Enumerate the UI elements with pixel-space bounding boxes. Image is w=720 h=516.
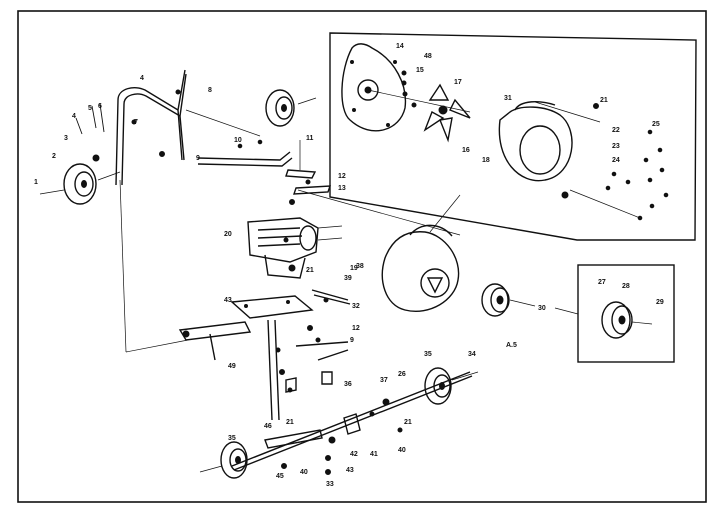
callout-2: 2 (52, 153, 56, 160)
callout-labels: 1 2 3 4 4 5 6 7 8 9 9 10 11 12 12 13 14 … (34, 43, 664, 488)
callout-9b: 9 (350, 337, 354, 344)
control-links (285, 169, 461, 236)
callout-39: 39 (344, 275, 352, 282)
section-tag: A.5 (506, 342, 517, 349)
callout-43b: 43 (224, 297, 232, 304)
callout-43a: 43 (346, 467, 354, 474)
housing-fasteners (593, 103, 669, 221)
hub-fasteners (401, 70, 417, 108)
callout-12a: 12 (338, 173, 346, 180)
callout-20: 20 (224, 231, 232, 238)
callout-1: 1 (34, 179, 38, 186)
callout-35b: 35 (228, 435, 236, 442)
callout-21b: 21 (306, 267, 314, 274)
handle-frame (115, 69, 261, 186)
pulley-inset (577, 264, 675, 363)
axle-bracket (197, 139, 293, 167)
callout-35a: 35 (424, 351, 432, 358)
lower-axle (231, 371, 473, 475)
callout-4b: 4 (140, 75, 144, 82)
callout-4a: 4 (72, 113, 76, 120)
callout-45: 45 (276, 473, 284, 480)
assembled-blower (381, 194, 461, 312)
back-plate (341, 43, 407, 132)
callout-21d: 21 (286, 419, 294, 426)
callout-24: 24 (612, 157, 620, 164)
callout-42: 42 (350, 451, 358, 458)
callout-12b: 12 (352, 325, 360, 332)
callout-38: 38 (356, 263, 364, 270)
engine (247, 217, 343, 279)
callout-40a: 40 (300, 469, 308, 476)
callout-7: 7 (134, 119, 138, 126)
callout-49: 49 (228, 363, 236, 370)
callout-14: 14 (396, 43, 404, 50)
engine-mount-plate (178, 295, 314, 361)
outer-frame (17, 10, 707, 503)
callout-22: 22 (612, 127, 620, 134)
callout-13: 13 (338, 185, 346, 192)
callout-8: 8 (208, 87, 212, 94)
pulley (481, 283, 579, 317)
callout-32: 32 (352, 303, 360, 310)
callout-33: 33 (326, 481, 334, 488)
callout-48: 48 (424, 53, 432, 60)
callout-17: 17 (454, 79, 462, 86)
impeller (423, 83, 471, 143)
front-wheel-left (39, 163, 121, 205)
callout-19: 19 (350, 265, 358, 272)
callout-46: 46 (264, 423, 272, 430)
callout-36: 36 (344, 381, 352, 388)
callout-29: 29 (656, 299, 664, 306)
vertical-shaft (267, 319, 297, 421)
callout-41: 41 (370, 451, 378, 458)
callout-31: 31 (504, 95, 512, 102)
callout-16: 16 (462, 147, 470, 154)
callout-23: 23 (612, 143, 620, 150)
left-fasteners (75, 89, 181, 162)
callout-25: 25 (652, 121, 660, 128)
callout-30: 30 (538, 305, 546, 312)
callout-11: 11 (306, 135, 314, 142)
callout-40b: 40 (398, 447, 406, 454)
callout-5: 5 (88, 105, 92, 112)
linkage-rods (295, 289, 351, 385)
callout-3: 3 (64, 135, 68, 142)
callout-15: 15 (416, 67, 424, 74)
callout-18: 18 (482, 157, 490, 164)
callout-37: 37 (380, 377, 388, 384)
rear-wheel-right (424, 367, 479, 405)
callout-28: 28 (622, 283, 630, 290)
rear-wheel-upper (265, 89, 317, 127)
callout-34: 34 (468, 351, 476, 358)
inset-frame (329, 32, 697, 241)
pulley-inset-frame (577, 264, 675, 363)
callout-27: 27 (598, 279, 606, 286)
callout-6: 6 (98, 103, 102, 110)
fan-housing (498, 101, 573, 199)
callout-21c: 21 (404, 419, 412, 426)
callout-9a: 9 (196, 155, 200, 162)
rear-wheel-left (199, 441, 248, 479)
blower-inset (329, 32, 697, 241)
callout-26: 26 (398, 371, 406, 378)
leader-lines (119, 140, 301, 353)
callout-10: 10 (234, 137, 242, 144)
callout-21a: 21 (600, 97, 608, 104)
